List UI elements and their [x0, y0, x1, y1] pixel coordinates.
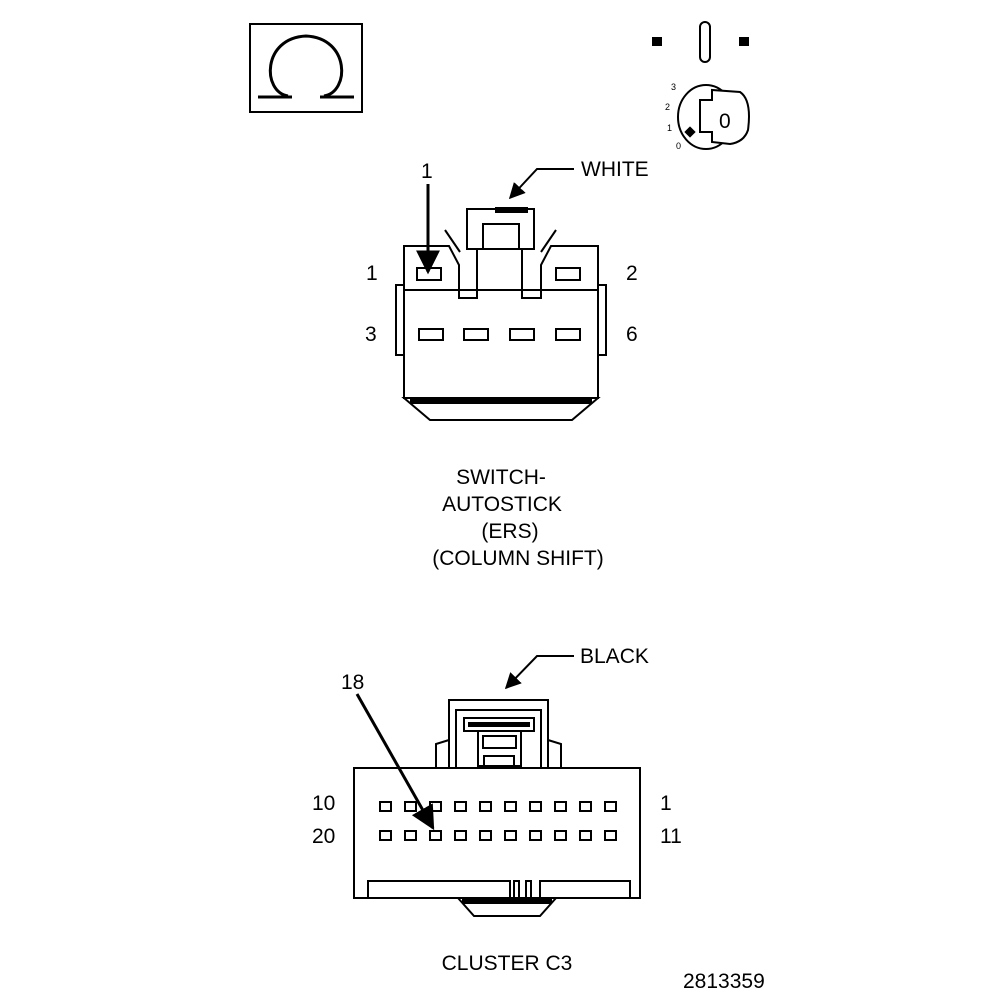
caption-line-4: (COLUMN SHIFT): [432, 547, 604, 570]
switch-autostick-caption: SWITCH- AUTOSTICK (ERS) (COLUMN SHIFT): [432, 466, 604, 570]
cavity-row-2: [379, 830, 617, 841]
pin-18-callout: 18: [341, 671, 435, 831]
caption-line-3: (ERS): [481, 520, 538, 543]
pin-label-2: 2: [626, 262, 638, 285]
black-color-callout: BLACK: [504, 645, 649, 690]
pin-label-20: 20: [312, 825, 335, 848]
cavity-pin-3: [418, 328, 444, 341]
white-color-callout: WHITE: [508, 158, 649, 200]
callout-pin-1: 1: [421, 160, 433, 183]
cluster-c3-caption: CLUSTER C3: [442, 952, 573, 975]
figure-id: 2813359: [683, 970, 765, 993]
key-label: 0: [719, 110, 731, 133]
cavity-pin-6: [555, 328, 581, 341]
caption-line-2: AUTOSTICK: [442, 493, 562, 516]
pin-label-1: 1: [366, 262, 378, 285]
color-label-black: BLACK: [580, 645, 649, 668]
ignition-position-3: 3: [671, 82, 676, 92]
cavity-pin-2: [555, 267, 581, 281]
omega-in-box-icon: [249, 23, 363, 113]
cavity-pin-5: [509, 328, 535, 341]
pin-label-1-cluster: 1: [660, 792, 672, 815]
ignition-position-2: 2: [665, 102, 670, 112]
callout-pin-18: 18: [341, 671, 364, 694]
cluster-c3-connector: [353, 699, 641, 917]
cavity-pin-4: [463, 328, 489, 341]
switch-autostick-connector: [395, 207, 607, 421]
color-label-white: WHITE: [581, 158, 649, 181]
pin-label-6: 6: [626, 323, 638, 346]
cavity-row-1: [379, 801, 617, 812]
ignition-position-1: 1: [667, 123, 672, 133]
ignition-key-icon: 0 3 2 1 0: [652, 21, 750, 151]
pin-label-10: 10: [312, 792, 335, 815]
pin-label-11: 11: [660, 825, 682, 848]
pin-label-3: 3: [365, 323, 377, 346]
caption-line-1: SWITCH-: [456, 466, 546, 489]
pin-1-callout: 1: [416, 160, 440, 275]
ignition-position-0: 0: [676, 141, 681, 151]
